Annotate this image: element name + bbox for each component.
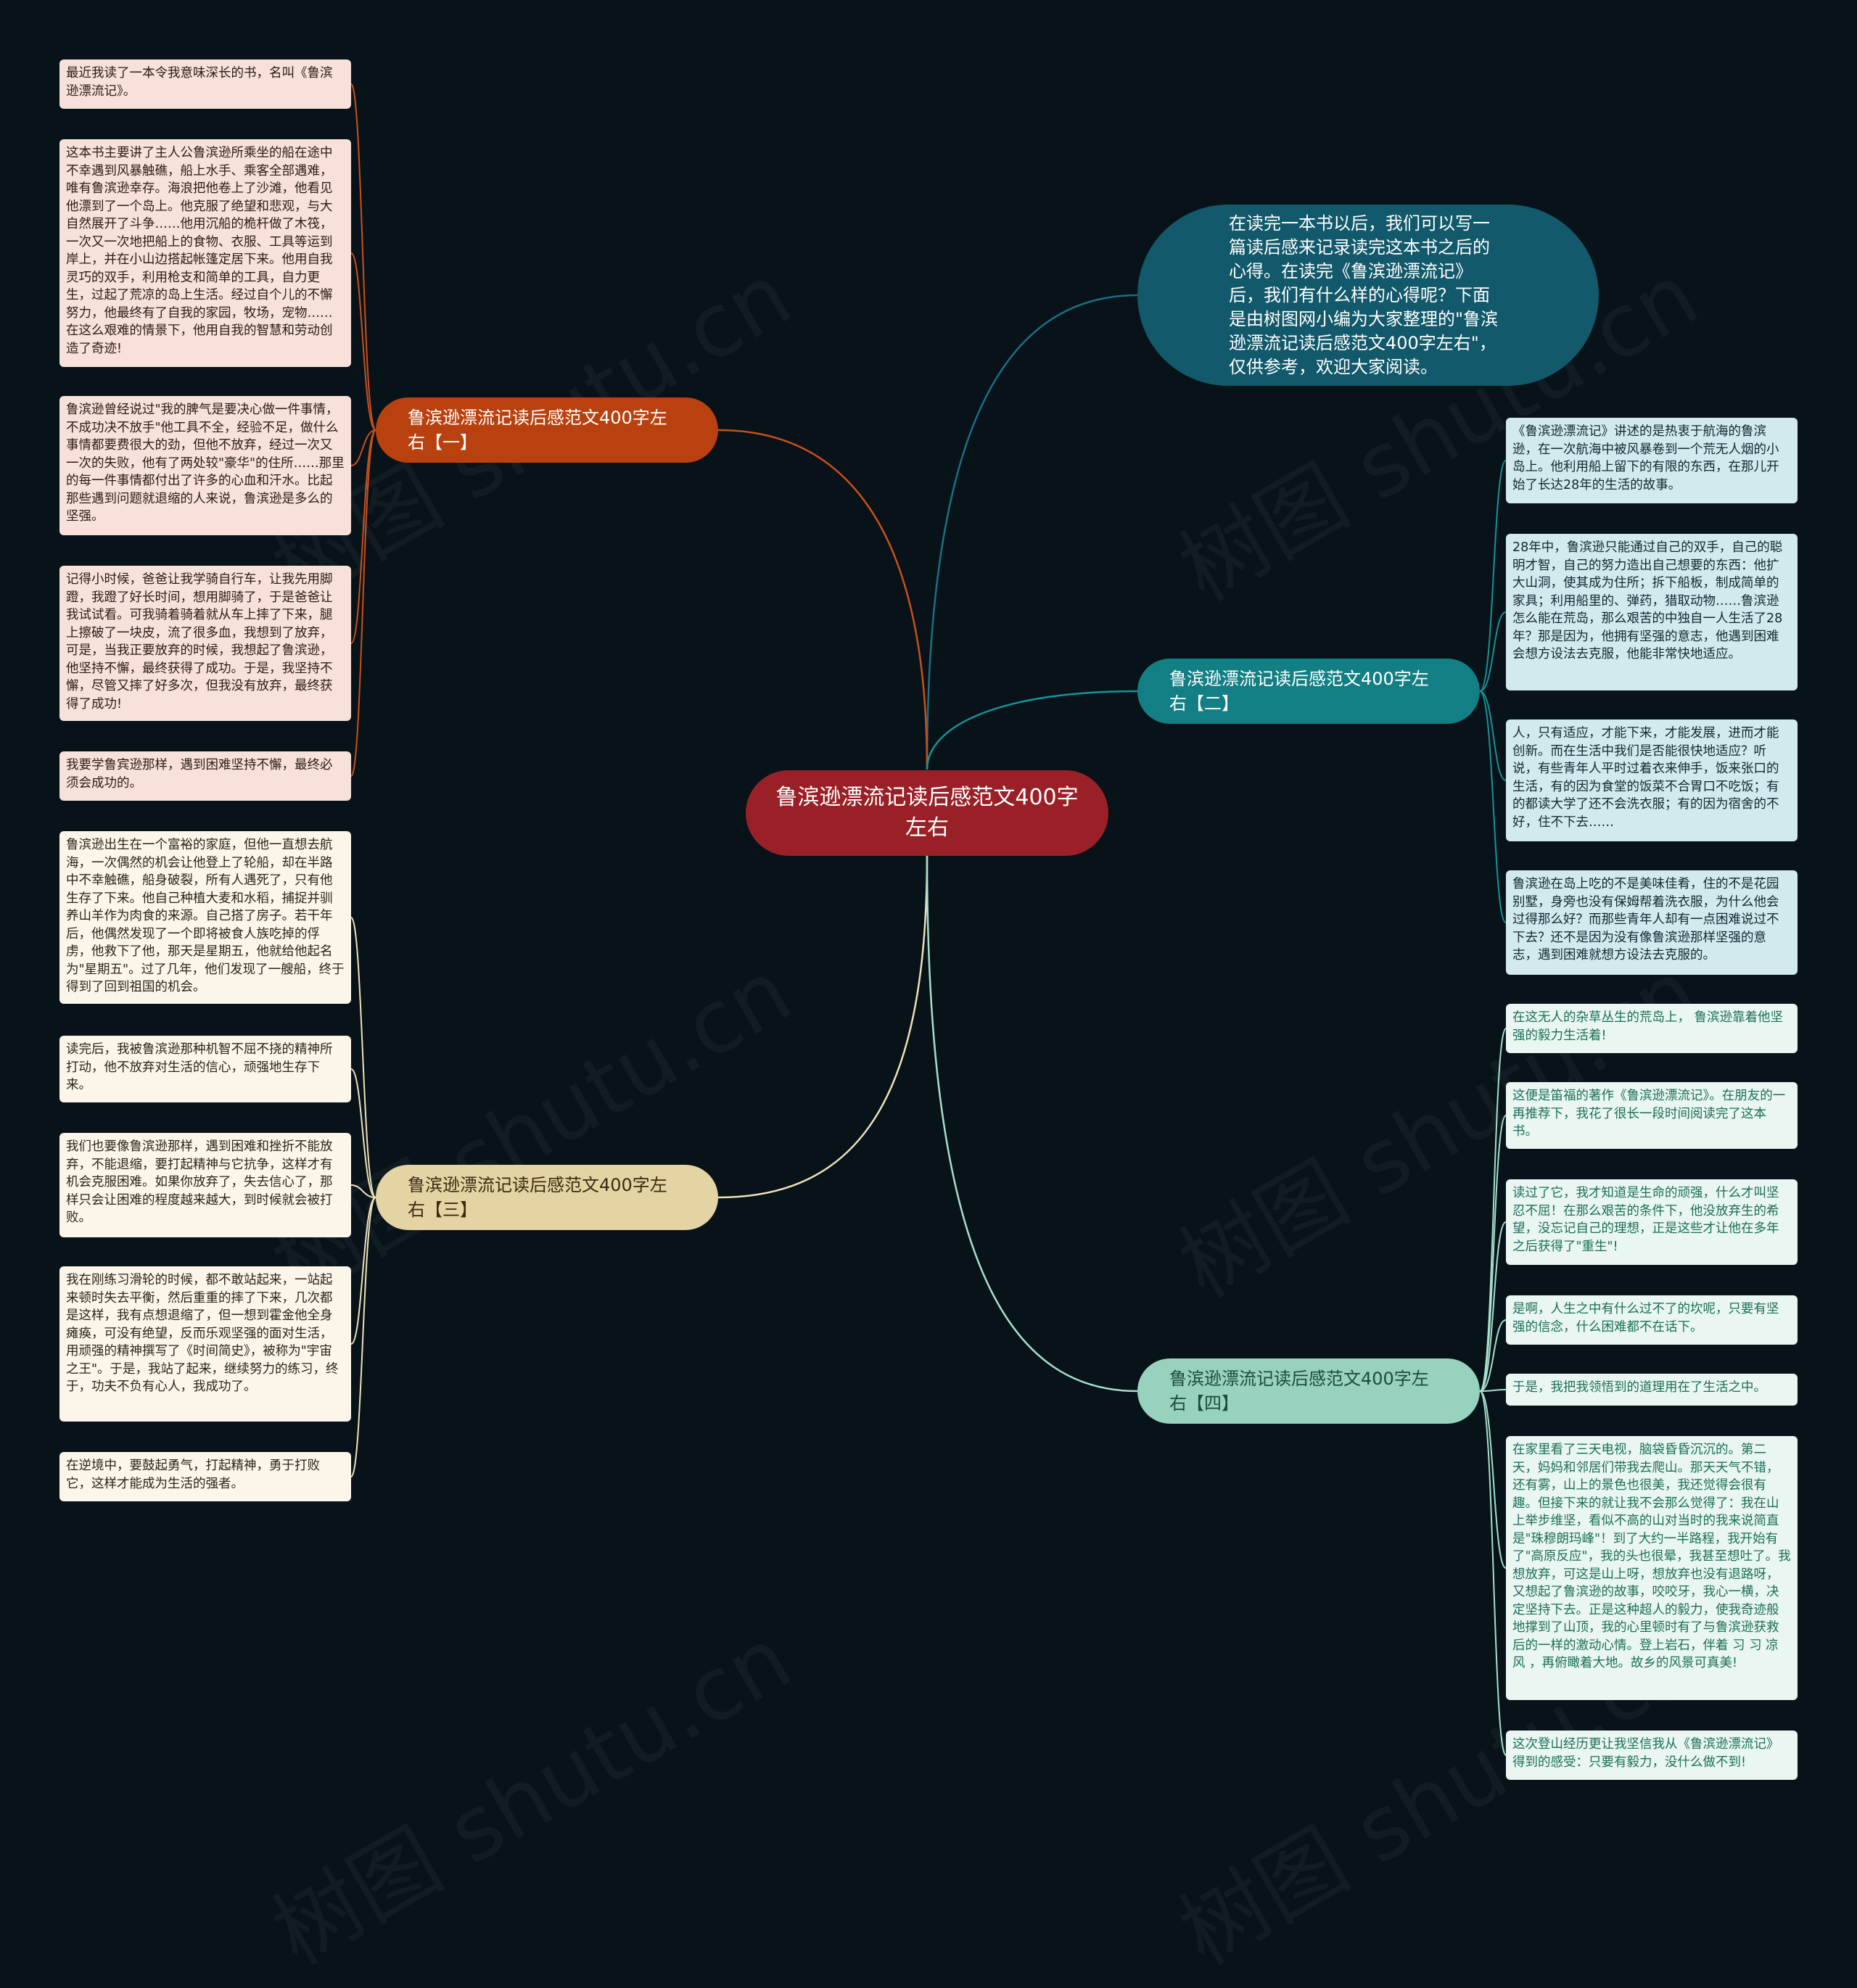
leaf-node[interactable]: 鲁滨逊在岛上吃的不是美味佳肴，住的不是花园别墅，身旁也没有保姆帮着洗衣服，为什么… [1506, 870, 1798, 975]
leaf-node[interactable]: 这便是笛福的著作《鲁滨逊漂流记》。在朋友的一再推荐下，我花了很长一段时间阅读完了… [1506, 1082, 1798, 1149]
connector-line [1479, 690, 1507, 923]
leaf-node[interactable]: 28年中，鲁滨逊只能通过自己的双手，自己的聪明才智，自己的努力造出自己想要的东西… [1506, 534, 1798, 690]
connector-line [1479, 1390, 1507, 1569]
connector-line [350, 429, 376, 644]
connector-line [1479, 1390, 1507, 1756]
leaf-node[interactable]: 最近我读了一本令我意味深长的书，名叫《鲁滨逊漂流记》。 [59, 59, 351, 109]
leaf-node[interactable]: 在家里看了三天电视，脑袋昏昏沉沉的。第二天，妈妈和邻居们带我去爬山。那天天气不错… [1506, 1436, 1798, 1700]
leaf-node[interactable]: 我要学鲁宾逊那样，遇到困难坚持不懈，最终必须会成功的。 [59, 751, 351, 801]
connector-line [350, 83, 376, 431]
connector-line [350, 1197, 376, 1477]
connector-line [350, 429, 376, 466]
branch-node-3[interactable]: 鲁滨逊漂流记读后感范文400字左右【三】 [376, 1165, 718, 1230]
central-topic[interactable]: 鲁滨逊漂流记读后感范文400字左右 [746, 770, 1108, 856]
leaf-node[interactable]: 是啊，人生之中有什么过不了的坎呢，只要有坚强的信念，什么困难都不在话下。 [1506, 1295, 1798, 1345]
leaf-node[interactable]: 在逆境中，要鼓起勇气，打起精神，勇于打败它，这样才能成为生活的强者。 [59, 1452, 351, 1501]
connector-line [1479, 611, 1507, 692]
connector-line [1479, 1221, 1507, 1392]
intro-node[interactable]: 在读完一本书以后，我们可以写一篇读后感来记录读完这本书之后的心得。在读完《鲁滨逊… [1137, 205, 1599, 386]
central-topic-label: 鲁滨逊漂流记读后感范文400字左右 [775, 785, 1079, 841]
connector-line [926, 690, 1138, 770]
connector-line [350, 1184, 376, 1198]
branch-node-4[interactable]: 鲁滨逊漂流记读后感范文400字左右【四】 [1137, 1358, 1480, 1424]
connector-line [350, 1068, 376, 1198]
connector-line [1479, 1389, 1507, 1392]
leaf-node[interactable]: 读完后，我被鲁滨逊那种机智不屈不挠的精神所打动，他不放弃对生活的信心，顽强地生存… [59, 1036, 351, 1102]
branch-label: 鲁滨逊漂流记读后感范文400字左右【一】 [408, 408, 667, 453]
connector-line [350, 1197, 376, 1345]
intro-text: 在读完一本书以后，我们可以写一篇读后感来记录读完这本书之后的心得。在读完《鲁滨逊… [1229, 213, 1499, 377]
leaf-node[interactable]: 这次登山经历更让我坚信我从《鲁滨逊漂流记》得到的感受：只要有毅力，没什么做不到! [1506, 1731, 1798, 1780]
leaf-node[interactable]: 在这无人的杂草丛生的荒岛上， 鲁滨逊靠着他坚强的毅力生活着! [1506, 1004, 1798, 1053]
connector-line [1479, 1028, 1507, 1392]
leaf-node[interactable]: 鲁滨逊曾经说过"我的脾气是要决心做一件事情，不成功决不放手"他工具不全，经验不足… [59, 396, 351, 535]
connector-line [717, 429, 928, 770]
connector-line [350, 252, 376, 431]
leaf-node[interactable]: 鲁滨逊出生在一个富裕的家庭，但他一直想去航海，一次偶然的机会让他登上了轮船，却在… [59, 831, 351, 1004]
branch-label: 鲁滨逊漂流记读后感范文400字左右【四】 [1169, 1369, 1429, 1414]
leaf-node[interactable]: 读过了它，我才知道是生命的顽强，什么才叫坚忍不屈！在那么艰苦的条件下，他没放弃生… [1506, 1179, 1798, 1265]
connector-line [717, 855, 928, 1199]
leaf-node[interactable]: 我们也要像鲁滨逊那样，遇到困难和挫折不能放弃，不能退缩，要打起精神与它抗争，这样… [59, 1133, 351, 1237]
connector-line [350, 429, 376, 777]
connector-line [1479, 690, 1507, 781]
leaf-node[interactable]: 这本书主要讲了主人公鲁滨逊所乘坐的船在途中不幸遇到风暴触礁，船上水手、乘客全部遇… [59, 139, 351, 367]
branch-node-2[interactable]: 鲁滨逊漂流记读后感范文400字左右【二】 [1137, 659, 1480, 724]
connector-line [1479, 1115, 1507, 1392]
connector-line [926, 294, 1138, 770]
branch-node-1[interactable]: 鲁滨逊漂流记读后感范文400字左右【一】 [376, 397, 718, 463]
leaf-node[interactable]: 记得小时候，爸爸让我学骑自行车，让我先用脚蹬，我蹬了好长时间，想用脚骑了，于是爸… [59, 566, 351, 721]
leaf-node[interactable]: 《鲁滨逊漂流记》讲述的是热衷于航海的鲁滨逊，在一次航海中被风暴卷到一个荒无人烟的… [1506, 418, 1798, 503]
leaf-node[interactable]: 我在刚练习滑轮的时候，都不敢站起来，一站起来顿时失去平衡，然后重重的摔了下来，几… [59, 1266, 351, 1422]
connector-line [1479, 460, 1507, 692]
connector-line [926, 855, 1138, 1393]
branch-label: 鲁滨逊漂流记读后感范文400字左右【二】 [1169, 669, 1429, 714]
leaf-node[interactable]: 人，只有适应，才能下来，才能发展，进而才能创新。而在生活中我们是否能很快地适应？… [1506, 719, 1798, 841]
connector-line [1479, 1319, 1507, 1392]
connector-line [350, 917, 376, 1198]
connector-lines [350, 83, 1507, 1756]
leaf-node[interactable]: 于是，我把我领悟到的道理用在了生活之中。 [1506, 1374, 1798, 1406]
branch-label: 鲁滨逊漂流记读后感范文400字左右【三】 [408, 1175, 667, 1220]
